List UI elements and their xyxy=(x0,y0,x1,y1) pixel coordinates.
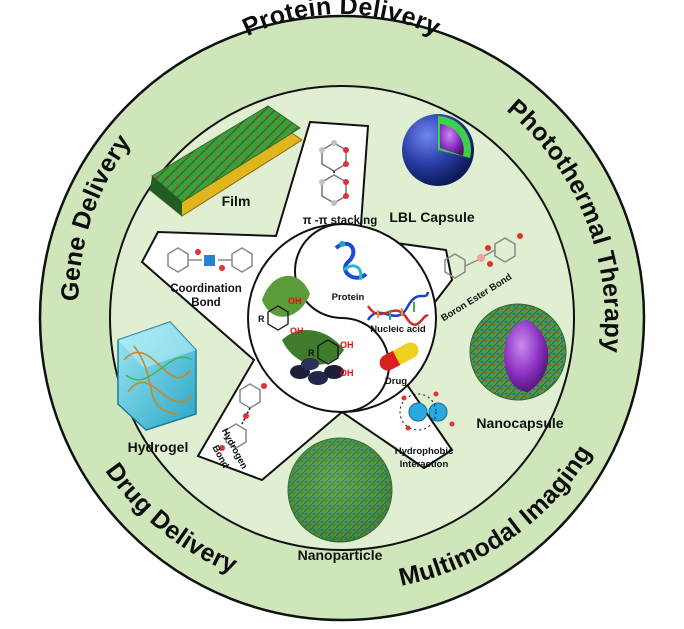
boron-ester-molecule xyxy=(444,233,523,279)
center-oh-4: OH xyxy=(340,368,354,378)
label-pi-stacking: π -π stacking xyxy=(303,215,378,227)
label-hydrophobic-1: Hydrophobic xyxy=(395,446,454,457)
polyphenol-leaf-illustration xyxy=(262,275,344,385)
pi-stacking-molecule xyxy=(319,140,349,206)
hydrophobic-interaction-molecule xyxy=(399,391,455,431)
label-hydrogel: Hydrogel xyxy=(128,439,189,455)
label-nanoparticle: Nanoparticle xyxy=(298,547,383,563)
lbl-capsule-illustration xyxy=(402,114,474,186)
nanoparticle-illustration xyxy=(287,437,393,543)
label-lbl-capsule: LBL Capsule xyxy=(389,209,475,225)
label-drug: Drug xyxy=(385,376,407,387)
label-coordination-1: Coordination xyxy=(170,283,242,295)
hydrogel-illustration xyxy=(117,321,197,431)
center-oh-2: OH xyxy=(290,326,304,336)
hydrogen-bond-molecule xyxy=(219,383,267,451)
center-oh-1: OH xyxy=(288,296,302,306)
film-illustration xyxy=(149,105,303,217)
label-film: Film xyxy=(222,193,251,209)
drug-capsule-icon xyxy=(379,342,419,371)
center-r-1: R xyxy=(258,314,265,324)
label-coordination-2: Bond xyxy=(191,297,220,309)
label-nanocapsule: Nanocapsule xyxy=(476,415,563,431)
label-hydrophobic-2: Interaction xyxy=(400,459,449,470)
coordination-bond-molecule xyxy=(167,247,253,273)
nucleic-acid-icon xyxy=(366,291,430,326)
label-nucleic-acid: Nucleic acid xyxy=(370,324,426,335)
center-r-2: R xyxy=(308,348,315,358)
protein-illustration xyxy=(334,241,368,281)
label-protein: Protein xyxy=(332,292,365,303)
nanocapsule-illustration xyxy=(469,303,567,401)
center-oh-3: OH xyxy=(340,340,354,350)
